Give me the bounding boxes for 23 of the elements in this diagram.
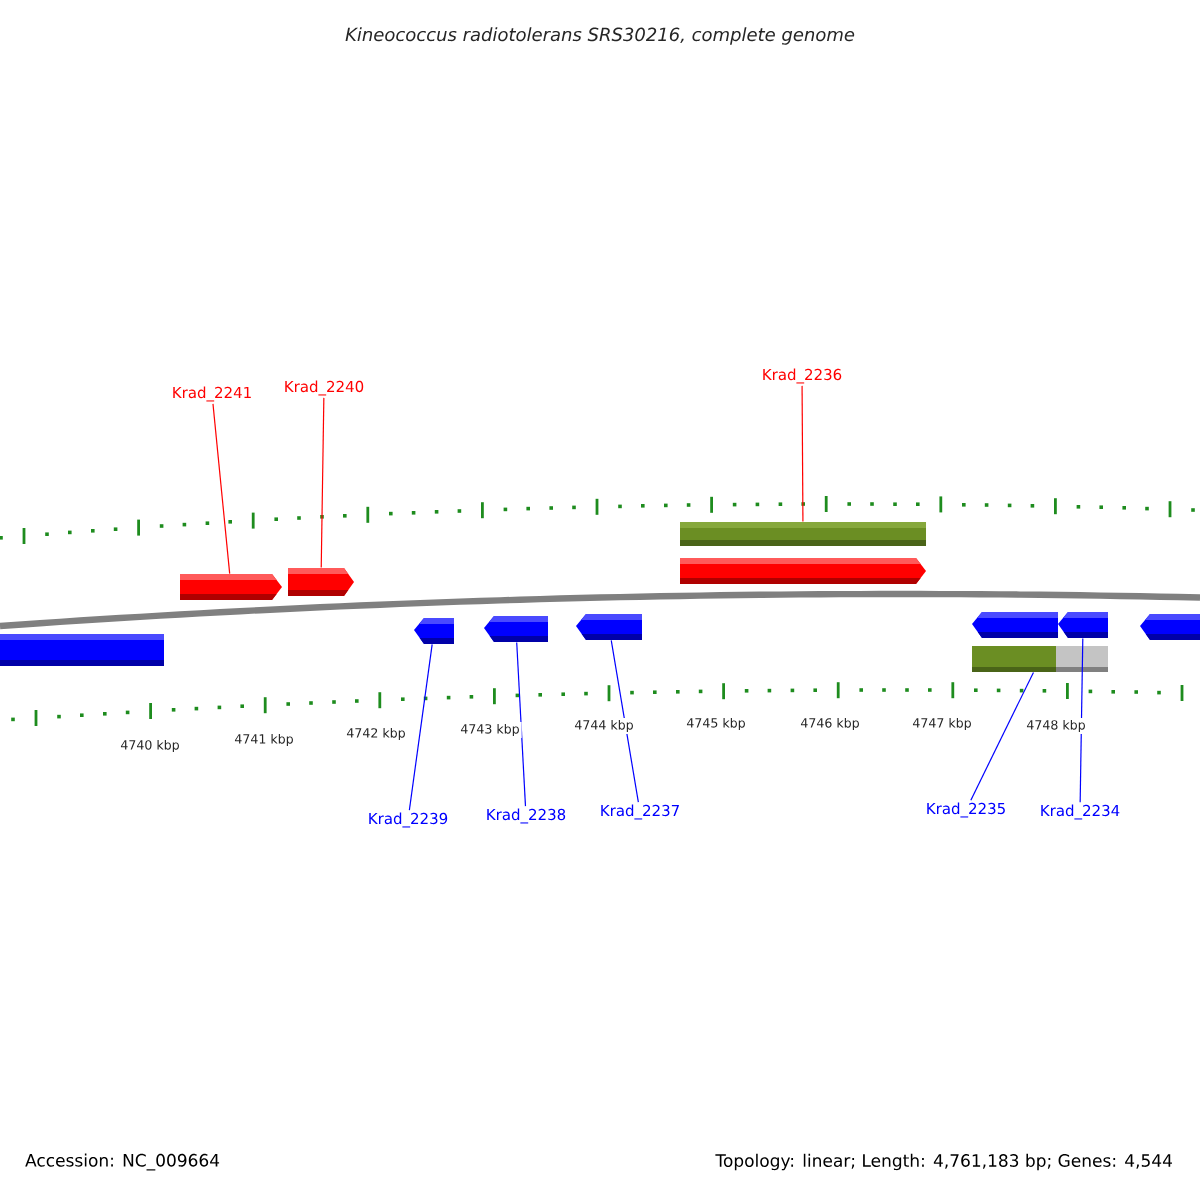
topology-text: Topology: linear; Length: 4,761,183 bp; Genes: 4,544 <box>715 1153 1172 1171</box>
gene-bar <box>1058 612 1108 638</box>
title: Kineococcus radiotolerans SRS30216, complete genome <box>345 27 855 45</box>
leader-line <box>970 671 1035 801</box>
gene-bar <box>680 522 926 546</box>
leader-line <box>516 641 527 807</box>
leader-line <box>212 403 231 575</box>
leader-line <box>1079 637 1084 803</box>
gene-bar <box>288 568 354 596</box>
gene-bar <box>414 618 454 644</box>
gene-bar <box>972 646 1108 672</box>
gene-bar <box>484 616 548 642</box>
leader-line <box>408 643 433 811</box>
gene-bar <box>0 634 164 666</box>
gene-bar <box>1140 614 1200 640</box>
leader-line <box>801 385 804 523</box>
gene-bar <box>972 612 1058 638</box>
gene-bar <box>680 558 926 584</box>
gene-bar <box>180 574 282 600</box>
gene-bar <box>576 614 642 640</box>
leader-line <box>610 639 639 803</box>
leader-line <box>320 397 325 569</box>
accession-text: Accession: NC_009664 <box>25 1153 220 1171</box>
